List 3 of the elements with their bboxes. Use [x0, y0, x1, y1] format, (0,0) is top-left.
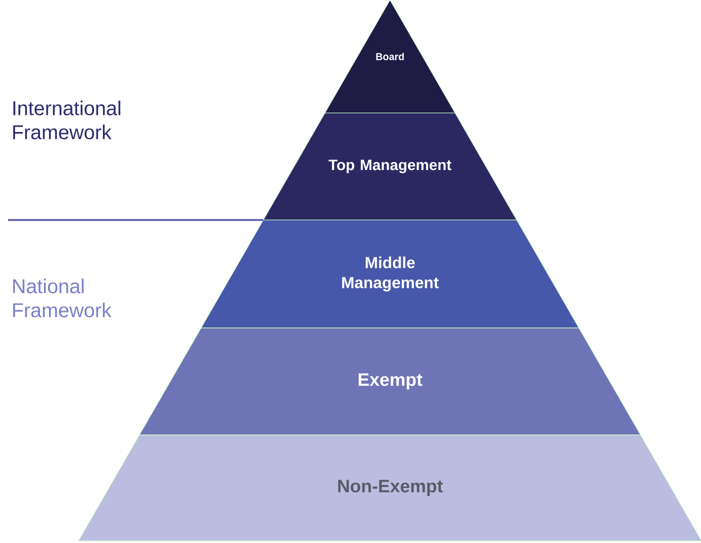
framework-label: International Framework	[13, 100, 120, 140]
framework-label: National Framework	[13, 278, 112, 318]
pyramid-band: Middle Management	[200, 220, 580, 328]
